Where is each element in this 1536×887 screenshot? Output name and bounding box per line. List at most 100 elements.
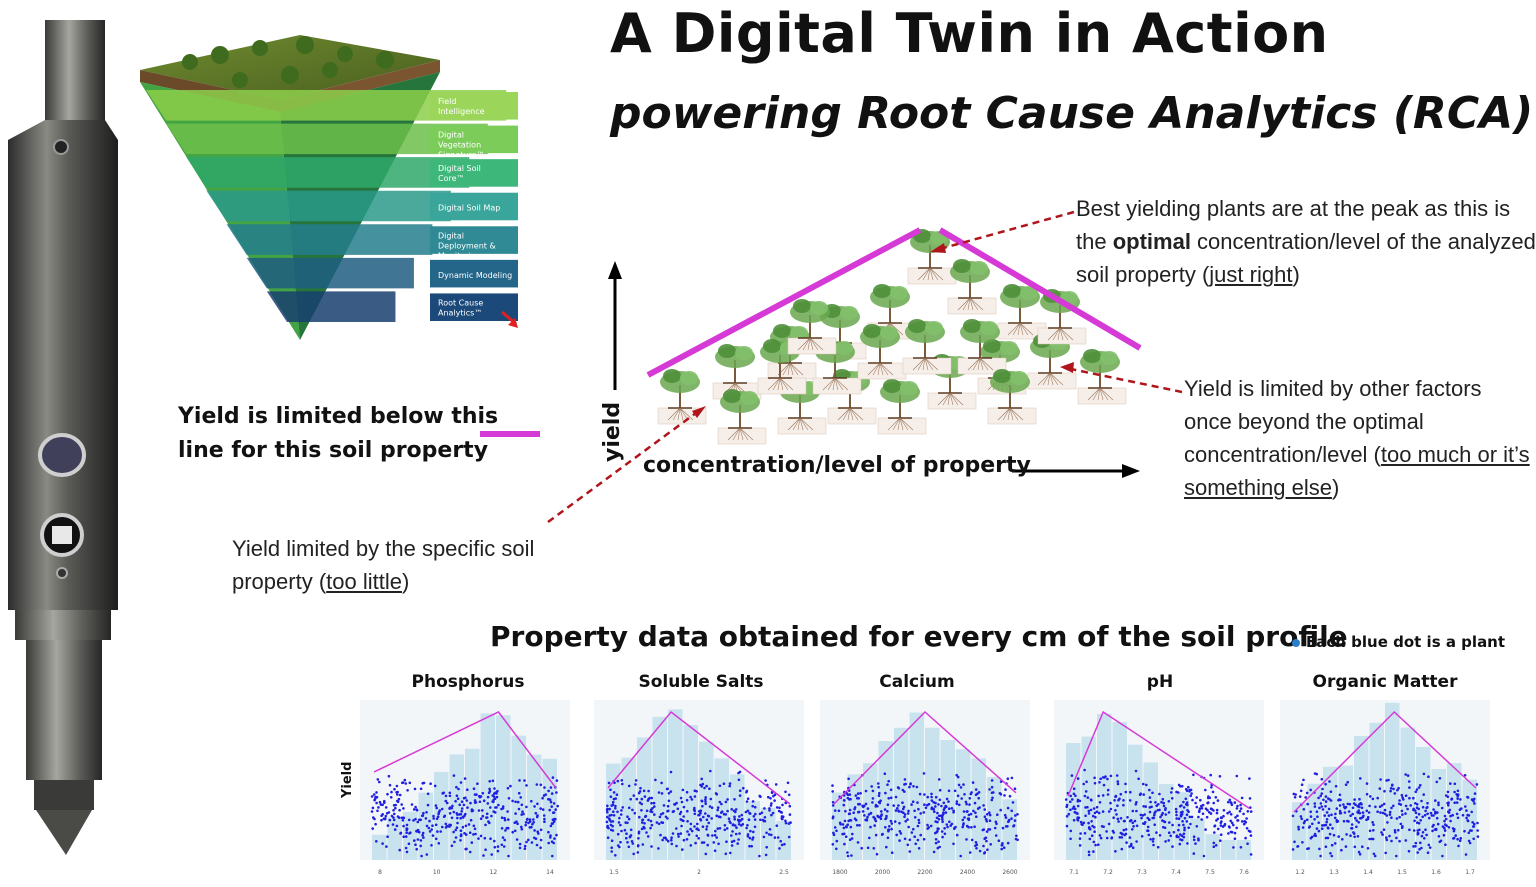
plant-dot (1233, 831, 1237, 835)
plant-dot (1177, 835, 1180, 839)
histogram-bar (1462, 779, 1477, 860)
plant-dot (1085, 780, 1088, 784)
plant-dot (1349, 814, 1352, 817)
plant-dot (396, 800, 400, 804)
plant-dot (758, 794, 761, 798)
plant-dot (1230, 803, 1234, 807)
plant-dot (768, 807, 771, 810)
plant-dot (627, 806, 631, 810)
plant-dot (938, 798, 942, 802)
plant-dot (1404, 839, 1408, 842)
plant-dot (414, 843, 417, 846)
histogram-bar (714, 758, 729, 860)
plant-dot (450, 816, 454, 820)
plant-dot (967, 817, 971, 820)
limit-legend-swatch (480, 431, 540, 437)
plant-dot (629, 828, 633, 832)
plant-dot (696, 822, 699, 826)
plant-dot (961, 825, 964, 829)
plant-dot (1398, 799, 1401, 802)
plant-dot (389, 796, 393, 799)
pyramid-label-box (430, 293, 518, 321)
pyramid-band (186, 157, 470, 188)
plant-dot (728, 784, 731, 788)
plant-icon (787, 299, 837, 355)
plant-dot (1190, 792, 1193, 795)
plant-dot (1083, 768, 1086, 772)
plant-dot (383, 799, 386, 803)
plant-dot (1358, 797, 1361, 801)
plant-dot (1313, 818, 1316, 821)
plant-dot (988, 811, 991, 814)
plant-dot (496, 849, 500, 853)
plant-dot (1148, 788, 1151, 792)
plant-dot (1425, 833, 1428, 837)
plant-dot (493, 839, 496, 843)
plant-dot (431, 834, 435, 837)
plant-dot (655, 821, 659, 824)
y-axis-arrowhead (608, 261, 622, 279)
plant-dot (1317, 829, 1321, 833)
plant-dot (1328, 832, 1332, 836)
plant-dot (1192, 773, 1195, 777)
plant-dot (913, 816, 917, 819)
plant-dot (444, 794, 448, 798)
plant-dot (1230, 830, 1234, 834)
x-tick-label: 10 (433, 869, 441, 876)
plant-dot (1422, 793, 1425, 796)
plant-dot (393, 812, 396, 816)
plant-dot (1092, 850, 1095, 853)
plant-dot (1102, 783, 1106, 787)
plant-dot (1135, 809, 1138, 813)
plant-dot (700, 799, 704, 803)
plant-dot (1010, 809, 1013, 813)
plant-dot (945, 797, 949, 801)
plant-dot (437, 812, 440, 816)
plant-dot (831, 815, 835, 818)
plant-dot (402, 807, 405, 810)
plant-dot (620, 829, 623, 833)
plant-dot (1181, 810, 1184, 814)
plant-dot (1216, 799, 1220, 802)
plant-dot (913, 809, 916, 813)
plant-dot (1097, 794, 1100, 798)
plant-dot (733, 817, 736, 821)
plant-dot (1434, 799, 1437, 802)
plant-dot (718, 827, 722, 830)
plant-dot (1305, 791, 1309, 795)
plant-dot (1015, 834, 1018, 838)
plant-dot (746, 797, 750, 800)
histogram-bar (987, 776, 1002, 860)
plant-dot (1142, 805, 1145, 808)
plant-dot (1404, 812, 1407, 815)
plant-dot (741, 823, 745, 826)
plant-dot (631, 808, 634, 812)
plant-dot (490, 853, 493, 856)
plant-dot (427, 826, 431, 830)
plant-dot (1192, 838, 1196, 842)
plant-dot (486, 802, 490, 805)
plant-dot (1130, 842, 1133, 846)
plant-dot (643, 795, 647, 798)
plant-dot (397, 797, 401, 801)
plant-dot (937, 803, 940, 806)
plant-dot (1450, 798, 1453, 801)
plant-dot (1366, 847, 1370, 850)
plant-dot (518, 846, 522, 850)
plant-dot (833, 809, 837, 812)
plant-dot (705, 818, 709, 821)
plant-dot (748, 811, 751, 815)
plant-dot (1004, 816, 1008, 819)
plant-dot (375, 801, 378, 805)
plant-dot (1109, 774, 1113, 778)
plant-dot (434, 804, 438, 807)
plant-dot (770, 813, 773, 817)
plant-dot (1443, 814, 1447, 818)
plant-dot (1134, 803, 1138, 806)
plant-dot (763, 816, 767, 819)
plant-dot (1395, 836, 1398, 840)
plant-dot (1472, 825, 1476, 828)
plant-dot (476, 782, 479, 785)
plant-dot (1156, 845, 1160, 849)
